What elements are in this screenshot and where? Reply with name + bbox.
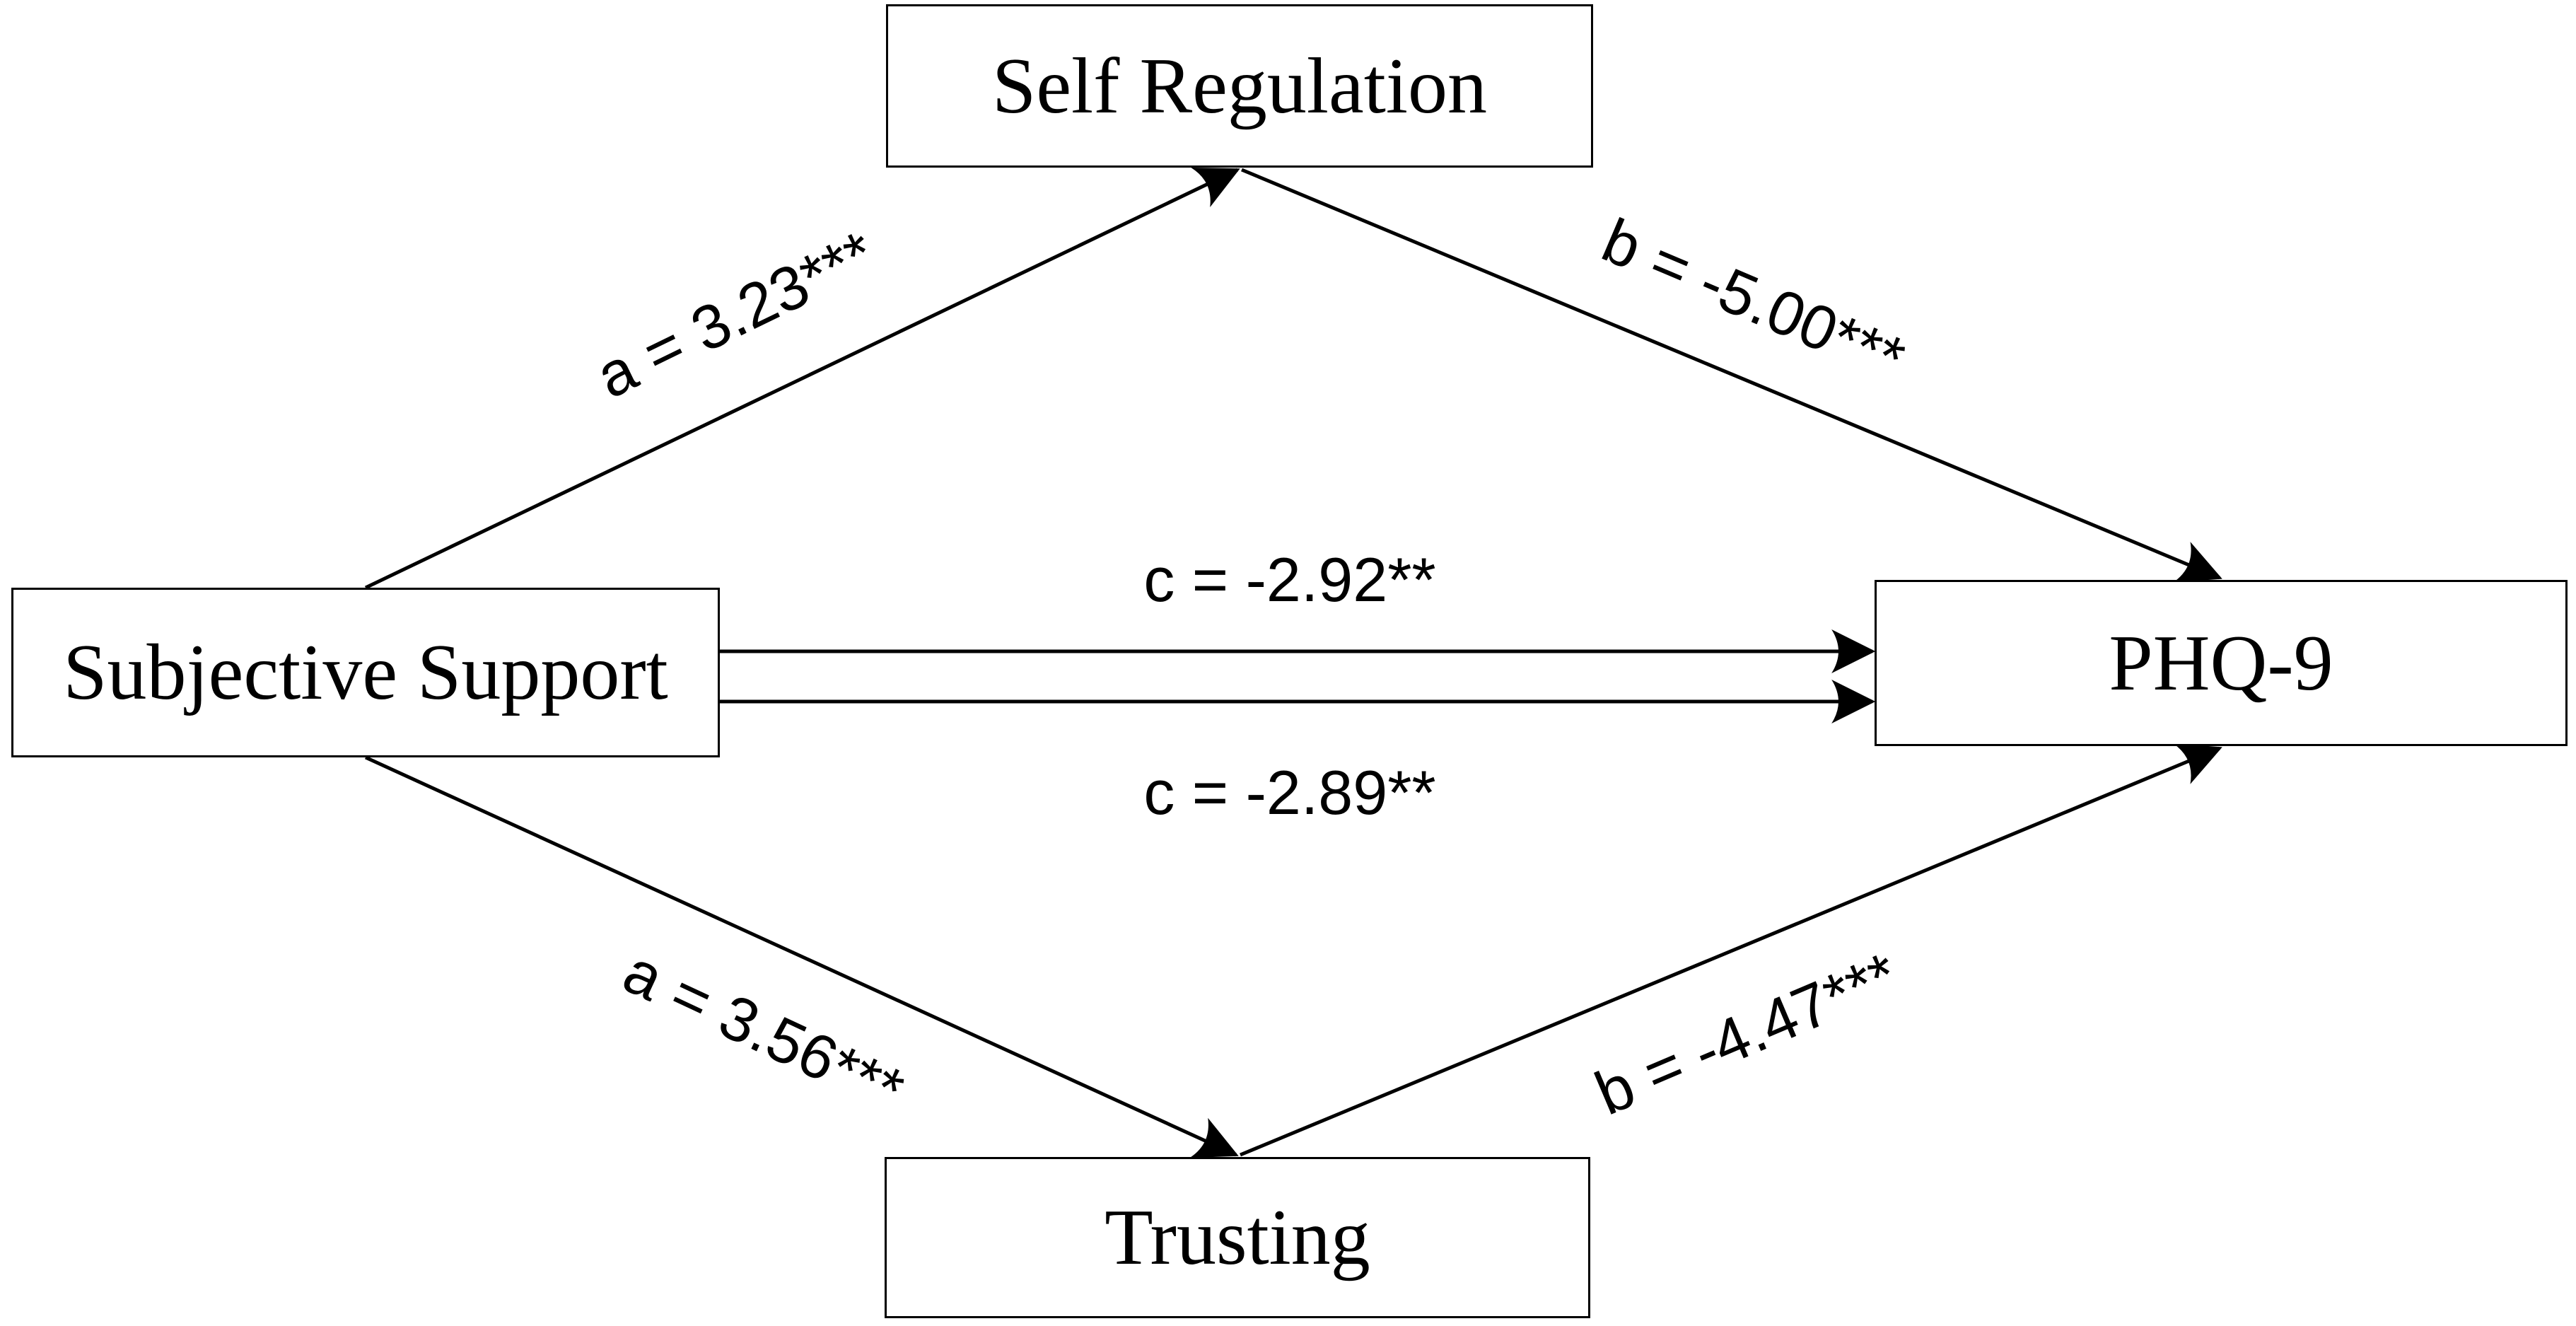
- arrow-b-trusting-to-phq9: [1240, 743, 2222, 1157]
- node-subjective-support-label: Subjective Support: [63, 629, 668, 716]
- node-phq9-label: PHQ-9: [2109, 619, 2333, 707]
- node-phq9: PHQ-9: [1875, 580, 2568, 746]
- node-trusting-label: Trusting: [1105, 1194, 1370, 1281]
- node-self-regulation: Self Regulation: [886, 4, 1593, 168]
- arrow-a-subjective-support-to-self-regulation: [364, 168, 1240, 590]
- path-coefficient-c-lower: c = -2.89**: [1143, 757, 1436, 827]
- node-subjective-support: Subjective Support: [11, 588, 720, 757]
- node-trusting: Trusting: [885, 1157, 1590, 1318]
- path-coefficient-c-upper: c = -2.92**: [1143, 545, 1436, 615]
- node-self-regulation-label: Self Regulation: [992, 42, 1487, 130]
- arrow-b-self-regulation-to-phq9: [1241, 168, 2222, 583]
- arrow-a-subjective-support-to-trusting: [364, 755, 1239, 1158]
